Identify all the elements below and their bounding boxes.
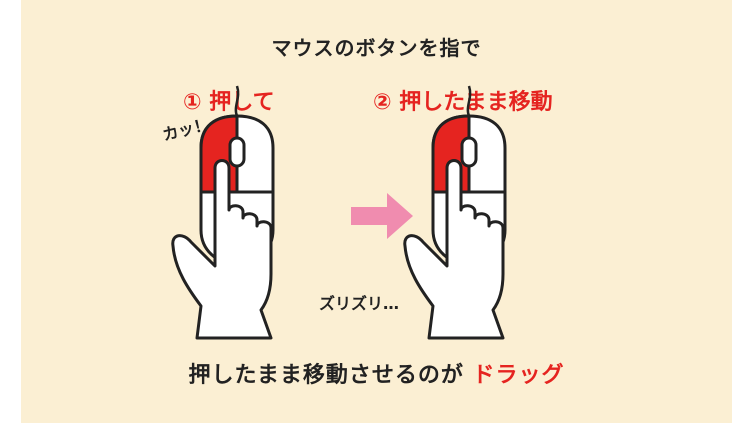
illustration-panel: マウスのボタンを指で ① 押して ② 押したまま移動 カッ！ ズリズリ…: [21, 0, 732, 423]
mouse-hand-drag-icon: [403, 84, 507, 340]
mouse-hand-click-icon: [171, 84, 275, 340]
heading-title: マウスのボタンを指で: [271, 36, 482, 60]
conclusion-text: 押したまま移動させるのが ドラッグ: [21, 365, 732, 387]
step-2-label: ② 押したまま移動: [373, 90, 553, 115]
conclusion-highlight: ドラッグ: [472, 363, 565, 388]
drag-sound-label: ズリズリ…: [319, 294, 400, 313]
right-arrow-icon: [351, 193, 413, 239]
step-1-label: ① 押して: [183, 90, 275, 115]
conclusion-prefix: 押したまま移動させるのが: [188, 363, 464, 388]
illustration-art: [171, 84, 507, 340]
